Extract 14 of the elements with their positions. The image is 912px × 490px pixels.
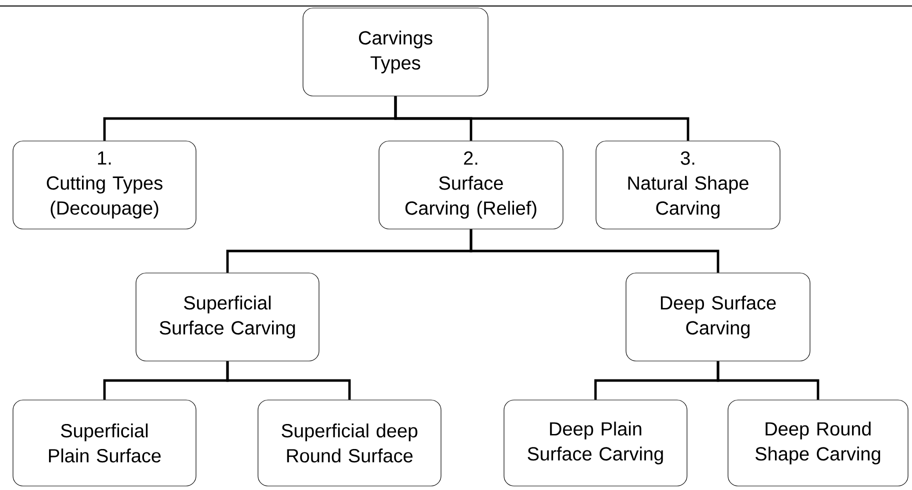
category-box: Superficial Plain Surface (12, 400, 196, 486)
category-box: 2. Surface Carving (Relief) (378, 140, 564, 230)
connector-line (470, 229, 720, 273)
category-box: Deep Plain Surface Carving (504, 400, 688, 486)
category-box: Deep Surface Carving (626, 272, 810, 362)
category-box: Deep Round Shape Carving (728, 400, 908, 486)
category-box: 1. Cutting Types (Decoupage) (12, 140, 196, 230)
category-box: 3. Natural Shape Carving (596, 140, 780, 230)
connector-line (394, 96, 690, 141)
category-box: Carvings Types (302, 8, 488, 96)
connector-line (226, 361, 351, 400)
connector-line (716, 361, 820, 400)
category-box: Superficial deep Round Surface (258, 400, 442, 486)
category-box: Superficial Surface Carving (136, 272, 320, 362)
